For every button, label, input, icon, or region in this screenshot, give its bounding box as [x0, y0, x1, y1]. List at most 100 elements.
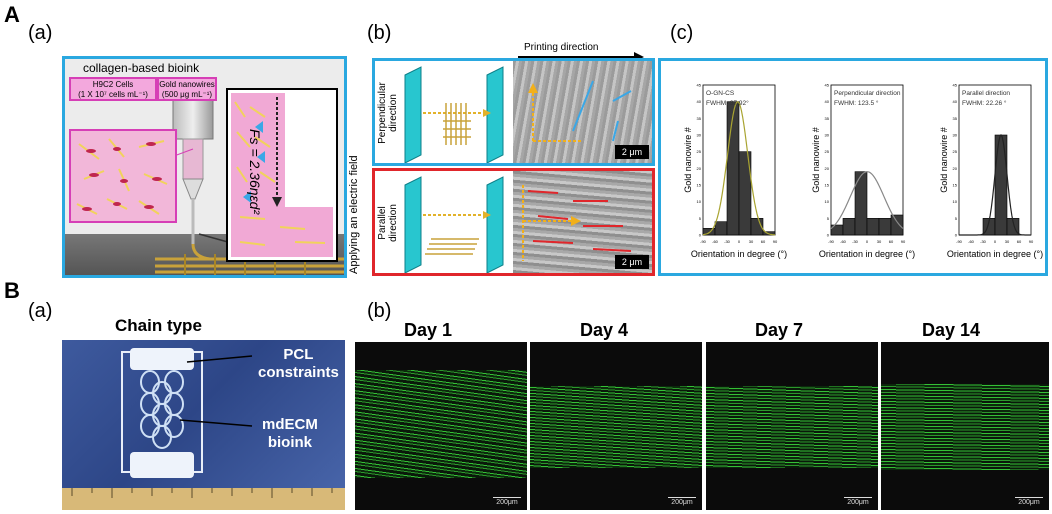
day-7-label: Day 7	[755, 320, 804, 340]
x-tick-2: 30	[877, 239, 882, 244]
fluorescence-day-14: 200μm	[881, 342, 1049, 510]
y-tick-2: 45	[825, 83, 830, 88]
day-1-label: Day 1	[404, 320, 453, 340]
bioprinting-schematic-box: collagen-based bioink H9C2 Cells (1 X 10…	[62, 56, 347, 278]
x-tick-1: -30	[724, 239, 731, 244]
x-tick-2: 90	[901, 239, 906, 244]
bar-2-3	[854, 171, 868, 236]
fit-curve-1	[702, 100, 776, 236]
panel-a-a-sublabel: (a)	[28, 22, 53, 44]
panel-b-a-sublabel: (a)	[28, 300, 53, 322]
nozzle-cross-section	[226, 88, 338, 262]
hist-title-3: Parallel direction	[962, 90, 1010, 97]
mdecm-line1: mdECM	[262, 416, 318, 433]
x-tick-2: -30	[852, 239, 859, 244]
y-tick-3: 25	[953, 149, 958, 154]
printed-construct	[62, 348, 345, 510]
y-tick-3: 45	[953, 83, 958, 88]
y-tick-1: 25	[697, 149, 702, 154]
bar-2-6	[890, 214, 904, 236]
bioink-title: collagen-based bioink	[83, 61, 200, 75]
scalebar-label-day-1: 200μm	[496, 499, 518, 506]
perpendicular-scalebar: 2 μm	[615, 145, 649, 159]
x-tick-1: -90	[700, 239, 707, 244]
y-tick-2: 30	[825, 133, 830, 138]
y-tick-3: 0	[955, 233, 958, 238]
y-tick-1: 45	[697, 83, 702, 88]
pcl-line2: constraints	[258, 364, 339, 381]
x-tick-3: -90	[956, 239, 963, 244]
x-tick-1: -60	[712, 239, 719, 244]
panel-a-b-sublabel: (b)	[367, 22, 392, 44]
x-tick-3: -30	[980, 239, 987, 244]
y-tick-2: 15	[825, 183, 830, 188]
bar-1-4	[738, 151, 752, 236]
y-tick-2: 40	[825, 99, 830, 104]
y-tick-2: 25	[825, 149, 830, 154]
parallel-panel: Parallel direction 2 μm	[372, 168, 655, 276]
scalebar-label-day-7: 200μm	[847, 499, 869, 506]
bar-3-4	[994, 134, 1008, 236]
y-tick-1: 30	[697, 133, 702, 138]
hist-fwhm-2: FWHM: 123.5 °	[834, 99, 879, 107]
scalebar-day-14: 200μm	[1015, 497, 1043, 506]
y-tick-1: 5	[699, 216, 702, 221]
y-tick-1: 0	[699, 233, 702, 238]
cells-line1: H9C2 Cells	[92, 80, 134, 89]
y-tick-1: 40	[697, 99, 702, 104]
panel-a-label: A	[4, 2, 20, 27]
nanowire-label-box: Gold nanowires (500 μg mL⁻¹)	[157, 77, 217, 101]
hist-fwhm-1: FWHM: 37.92°	[706, 99, 749, 107]
force-equation: Fs = 2.36ηεd²	[247, 129, 263, 215]
x-tick-1: 60	[761, 239, 766, 244]
y-tick-1: 10	[697, 199, 702, 204]
y-tick-2: 20	[825, 166, 830, 171]
bar-1-2	[714, 221, 728, 236]
fluorescence-day-4: 200μm	[530, 342, 702, 510]
parallel-scalebar: 2 μm	[615, 255, 649, 269]
x-tick-2: -90	[828, 239, 835, 244]
x-tick-2: -60	[840, 239, 847, 244]
perpendicular-electrode-diagram	[404, 66, 504, 163]
y-tick-1: 15	[697, 183, 702, 188]
wires-line2: (500 μg mL⁻¹)	[161, 90, 213, 99]
y-tick-1: 35	[697, 116, 702, 121]
y-tick-3: 5	[955, 216, 958, 221]
y-tick-3: 10	[953, 199, 958, 204]
bar-2-5	[878, 218, 892, 236]
hist-title-2: Perpendicular direction	[834, 90, 901, 97]
printing-direction-label: Printing direction	[524, 42, 599, 53]
cells-label-box: H9C2 Cells (1 X 10⁷ cells mL⁻¹)	[69, 77, 157, 101]
x-tick-3: 60	[1017, 239, 1022, 244]
x-tick-1: 90	[773, 239, 778, 244]
y-tick-2: 35	[825, 116, 830, 121]
x-axis-label-1: Orientation in degree (°)	[691, 249, 787, 259]
day-4-label: Day 4	[580, 320, 629, 340]
x-tick-1: 0	[738, 239, 741, 244]
x-tick-2: 60	[889, 239, 894, 244]
y-tick-2: 10	[825, 199, 830, 204]
parallel-line2: direction	[388, 204, 399, 242]
wires-line1: Gold nanowires	[159, 80, 215, 89]
x-tick-3: 30	[1005, 239, 1010, 244]
parallel-line1: Parallel	[377, 206, 388, 240]
y-tick-3: 40	[953, 99, 958, 104]
fit-curve-2	[830, 171, 904, 230]
x-axis-label-3: Orientation in degree (°)	[947, 249, 1043, 259]
bioink-magnified-view	[69, 129, 177, 223]
parallel-label: Parallel direction	[377, 183, 399, 263]
scalebar-day-7: 200μm	[844, 497, 872, 506]
fluorescence-day-7: 200μm	[706, 342, 878, 510]
x-tick-3: 0	[994, 239, 997, 244]
mdecm-line2: bioink	[267, 434, 312, 451]
pcl-label: PCL constraints	[258, 346, 339, 382]
y-tick-2: 0	[827, 233, 830, 238]
bar-2-4	[866, 218, 880, 236]
panel-a-c-sublabel: (c)	[670, 22, 694, 44]
fit-curve-3	[959, 133, 1031, 236]
bar-2-2	[842, 218, 856, 236]
y-tick-1: 20	[697, 166, 702, 171]
x-tick-2: 0	[866, 239, 869, 244]
perpendicular-sem-image: 2 μm	[513, 61, 652, 163]
